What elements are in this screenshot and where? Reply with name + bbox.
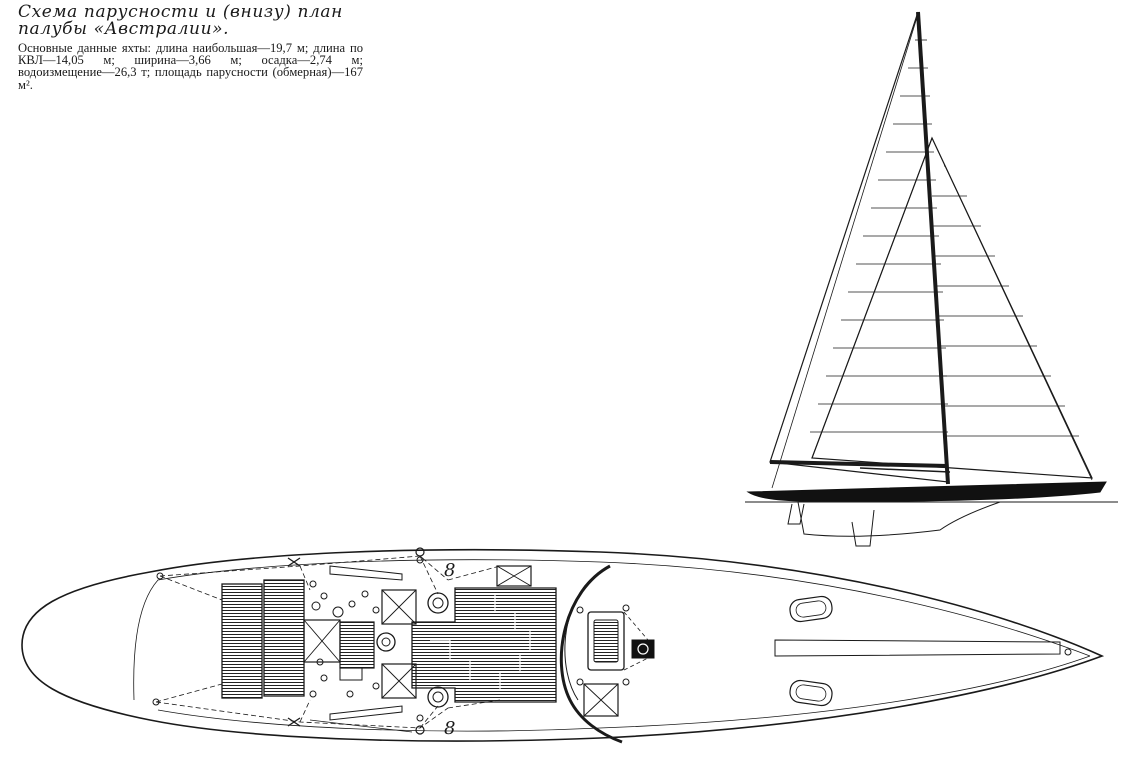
aft-grating-3 (339, 621, 375, 669)
keel (797, 501, 1001, 537)
fore-hatch-bottom (789, 679, 833, 707)
fore-hatch-top (789, 595, 833, 623)
headsail-seams (932, 165, 1079, 437)
hatch-x-2 (381, 589, 417, 625)
cockpit-grating-forward (411, 587, 557, 703)
rudder (851, 509, 875, 547)
deck-fittings (152, 556, 424, 722)
winch-plate (631, 639, 655, 659)
hatch-x-mast (583, 683, 619, 717)
hull-profile (746, 481, 1107, 502)
hatch-x-3 (381, 663, 417, 699)
winch-3 (376, 632, 396, 652)
mast-box (587, 611, 625, 671)
winch-1 (427, 592, 449, 614)
jib-luff (811, 137, 933, 459)
headsail (811, 136, 1093, 479)
sheet-lines (155, 555, 501, 729)
console (339, 667, 363, 681)
hatch-x-1 (496, 565, 532, 587)
deck-plan: 8 8 (21, 547, 1105, 744)
spinnaker-pole (774, 639, 1061, 657)
cleat-glyph-bottom: 8 (444, 718, 455, 739)
mainsail-seams (810, 39, 948, 433)
rail-bottom (329, 705, 403, 721)
sail-plan (745, 11, 1118, 547)
stern-skeg (787, 503, 805, 525)
winch-2 (427, 686, 449, 708)
rail-top (329, 565, 403, 581)
boom (769, 460, 949, 468)
mast-ring (559, 564, 623, 744)
caption-body: Основные данные яхты: длина наибольшая—1… (18, 41, 363, 92)
caption-title: Схема парусности и (внизу) план палубы «… (18, 2, 343, 39)
backstay (771, 13, 919, 489)
cleat-glyph-top: 8 (444, 560, 455, 581)
inner-sheer (133, 559, 1091, 701)
aft-grating-1 (221, 583, 263, 699)
caption: Схема парусности и (внизу) план палубы «… (18, 4, 363, 91)
jib-boom (859, 467, 951, 473)
aft-grating-2 (263, 579, 305, 697)
mast (916, 11, 950, 485)
deck-outline (21, 548, 1105, 742)
forestay (931, 137, 1093, 481)
